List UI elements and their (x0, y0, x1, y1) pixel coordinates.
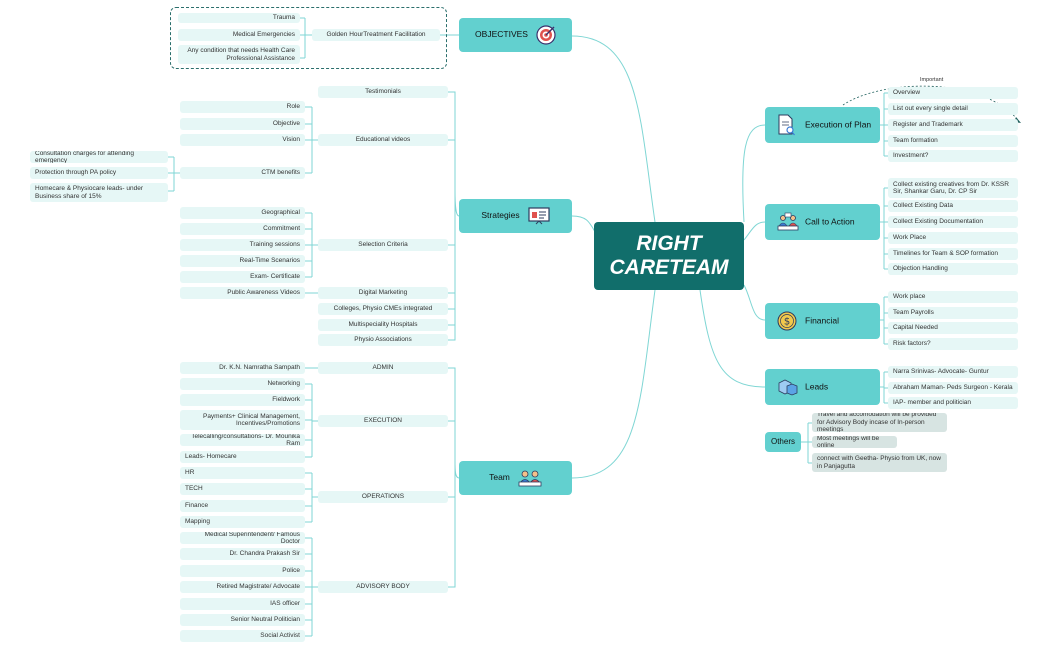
call-to-action-node[interactable]: Call to Action (765, 204, 880, 240)
digital-marketing-item[interactable]: Public Awareness Videos (180, 287, 305, 299)
strategies-node[interactable]: Strategies (459, 199, 572, 233)
objective-item[interactable]: Any condition that needs Health Care Pro… (178, 45, 300, 64)
educational-item[interactable]: Vision (180, 134, 305, 146)
call-to-action-item[interactable]: Objection Handling (888, 263, 1018, 275)
selection-item[interactable]: Geographical (180, 207, 305, 219)
strategy-item[interactable]: Multispeciality Hospitals (318, 319, 448, 331)
testimonials-node[interactable]: Testimonials (318, 86, 448, 98)
financial-item[interactable]: Team Payrolls (888, 307, 1018, 319)
advisory-item[interactable]: Social Activist (180, 630, 305, 642)
leads-node[interactable]: Leads (765, 369, 880, 405)
strategies-label: Strategies (481, 210, 520, 221)
operations-item[interactable]: Finance (180, 500, 305, 512)
team-meeting-icon (518, 470, 542, 487)
execution-item[interactable]: Networking (180, 378, 305, 390)
presentation-board-icon (528, 207, 550, 225)
call-to-action-item[interactable]: Collect existing creatives from Dr. KSSR… (888, 178, 1018, 198)
selection-item[interactable]: Commitment (180, 223, 305, 235)
people-desk-icon (777, 212, 799, 231)
plan-item[interactable]: Investment? (888, 150, 1018, 162)
admin-item[interactable]: Dr. K.N. Namratha Sampath (180, 362, 305, 374)
call-to-action-item[interactable]: Collect Existing Data (888, 200, 1018, 212)
leads-item[interactable]: IAP- member and politician (888, 397, 1018, 409)
central-topic[interactable]: RIGHT CARETEAM (594, 222, 744, 290)
educational-videos-node[interactable]: Educational videos (318, 134, 448, 146)
advisory-item[interactable]: Retired Magistrate/ Advocate (180, 581, 305, 593)
selection-item[interactable]: Real-Time Scenarios (180, 255, 305, 267)
financial-item[interactable]: Risk factors? (888, 338, 1018, 350)
advisory-item[interactable]: Medical Superintendent/ Famous Doctor (180, 532, 305, 544)
leads-item[interactable]: Narra Srinivas- Advocate- Guntur (888, 366, 1018, 378)
central-topic-line1: RIGHT (636, 232, 702, 255)
digital-marketing-node[interactable]: Digital Marketing (318, 287, 448, 299)
others-item[interactable]: Travel and accomodation will be provided… (812, 413, 947, 432)
strategy-item[interactable]: Colleges, Physio CMEs integrated (318, 303, 448, 315)
financial-node[interactable]: $ Financial (765, 303, 880, 339)
golden-hour-node[interactable]: Golden HourTreatment Facilitation (312, 29, 440, 41)
svg-text:$: $ (784, 317, 790, 328)
selection-item[interactable]: Training sessions (180, 239, 305, 251)
document-search-icon (778, 114, 795, 136)
advisory-body-node[interactable]: ADVISORY BODY (318, 581, 448, 593)
others-node[interactable]: Others (765, 432, 801, 452)
advisory-item[interactable]: Dr. Chandra Prakash Sir (180, 548, 305, 560)
admin-node[interactable]: ADMIN (318, 362, 448, 374)
operations-item[interactable]: TECH (180, 483, 305, 495)
strategy-item[interactable]: Physio Associations (318, 334, 448, 346)
objective-item[interactable]: Medical Emergencies (178, 29, 300, 41)
execution-item[interactable]: Fieldwork (180, 394, 305, 406)
execution-item[interactable]: Payments+ Clinical Management, Incentive… (180, 410, 305, 430)
operations-node[interactable]: OPERATIONS (318, 491, 448, 503)
operations-item[interactable]: HR (180, 467, 305, 479)
objectives-node[interactable]: OBJECTIVES (459, 18, 572, 52)
execution-of-plan-label: Execution of Plan (805, 119, 872, 130)
plan-item[interactable]: Overview (888, 87, 1018, 99)
boxes-icon (778, 379, 798, 396)
important-annotation: Important (920, 77, 944, 83)
execution-node[interactable]: EXECUTION (318, 415, 448, 427)
advisory-item[interactable]: Police (180, 565, 305, 577)
ctm-benefits-node[interactable]: CTM benefits (180, 167, 305, 179)
financial-item[interactable]: Work place (888, 291, 1018, 303)
ctm-item[interactable]: Homecare & Physiocare leads- under Busin… (30, 183, 168, 202)
ctm-item[interactable]: Consultation charges for attending emerg… (30, 151, 168, 163)
central-topic-line2: CARETEAM (609, 256, 729, 279)
target-icon (536, 25, 556, 45)
advisory-item[interactable]: IAS officer (180, 598, 305, 610)
team-label: Team (489, 472, 510, 483)
plan-item[interactable]: Team formation (888, 135, 1018, 147)
advisory-item[interactable]: Senior Neutral Politician (180, 614, 305, 626)
selection-item[interactable]: Exam- Certificate (180, 271, 305, 283)
educational-item[interactable]: Objective (180, 118, 305, 130)
call-to-action-item[interactable]: Timelines for Team & SOP formation (888, 248, 1018, 260)
others-item[interactable]: Most meetings will be online (812, 436, 897, 448)
call-to-action-label: Call to Action (805, 216, 855, 227)
execution-item[interactable]: Telecalling/consultations- Dr. Mounika R… (180, 434, 305, 446)
execution-of-plan-node[interactable]: Execution of Plan (765, 107, 880, 143)
plan-item[interactable]: List out every single detail (888, 103, 1018, 115)
call-to-action-item[interactable]: Collect Existing Documentation (888, 216, 1018, 228)
execution-item[interactable]: Leads- Homecare (180, 451, 305, 463)
educational-item[interactable]: Role (180, 101, 305, 113)
financial-item[interactable]: Capital Needed (888, 322, 1018, 334)
dollar-coin-icon: $ (777, 311, 797, 331)
financial-label: Financial (805, 315, 840, 326)
objectives-label: OBJECTIVES (475, 29, 528, 40)
plan-item[interactable]: Register and Trademark (888, 119, 1018, 131)
leads-label: Leads (805, 381, 829, 392)
ctm-item[interactable]: Protection through PA policy (30, 167, 168, 179)
objective-item[interactable]: Trauma (178, 13, 300, 23)
team-node[interactable]: Team (459, 461, 572, 495)
leads-item[interactable]: Abraham Maman- Peds Surgeon - Kerala (888, 382, 1018, 394)
operations-item[interactable]: Mapping (180, 516, 305, 528)
others-item[interactable]: connect with Geetha- Physio from UK, now… (812, 453, 947, 472)
call-to-action-item[interactable]: Work Place (888, 232, 1018, 244)
objectives-boundary (170, 7, 447, 69)
selection-criteria-node[interactable]: Selection Criteria (318, 239, 448, 251)
